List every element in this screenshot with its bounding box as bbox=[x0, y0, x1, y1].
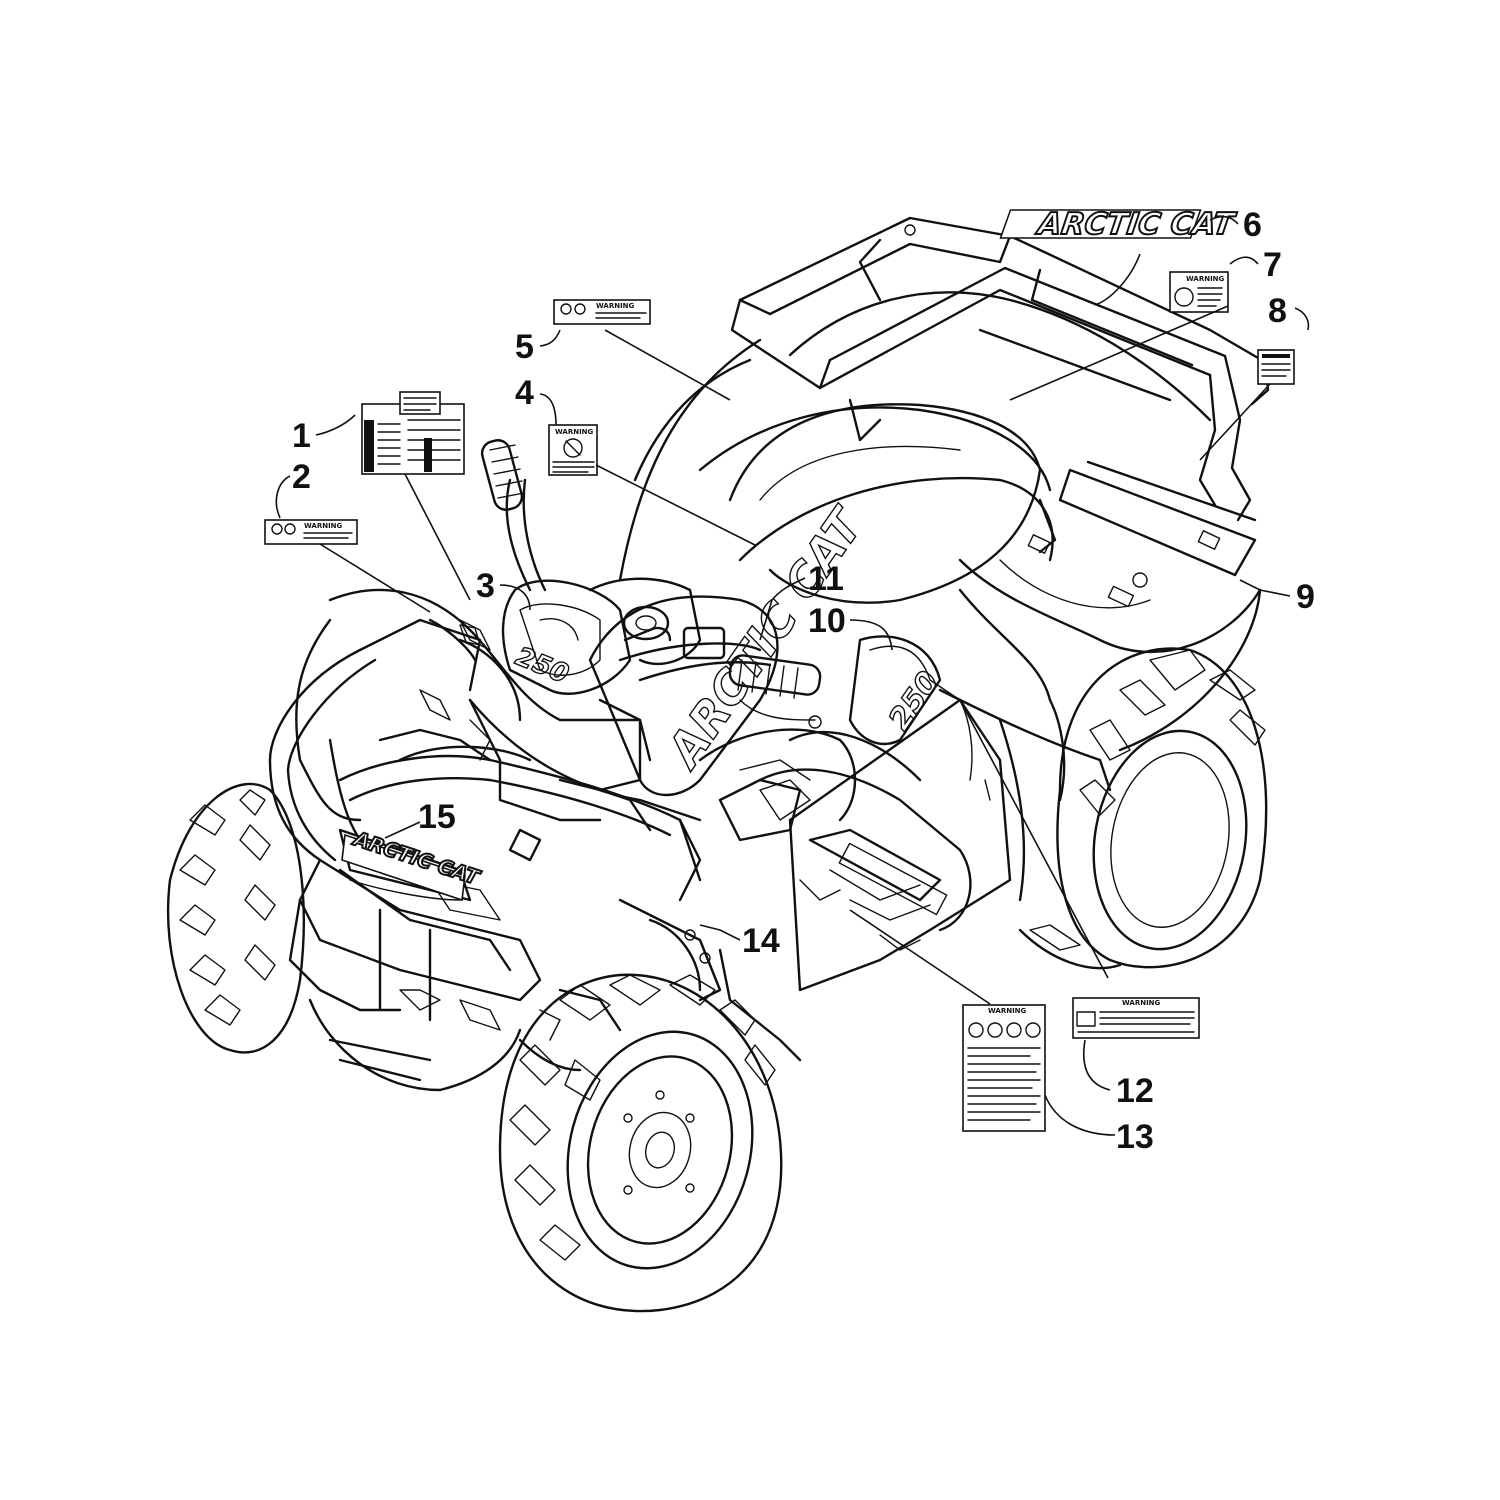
decal-2-warning: WARNING bbox=[264, 519, 358, 545]
rear-rack bbox=[730, 216, 1270, 608]
floorboard bbox=[759, 698, 1012, 992]
front-right-wheel bbox=[498, 973, 783, 1313]
callout-5: 5 bbox=[515, 328, 534, 366]
decal-illustrations: ARCTIC CAT WARNING WARNING WARNING bbox=[264, 206, 1295, 1132]
front-left-wheel bbox=[166, 782, 305, 1054]
callout-4: 4 bbox=[515, 374, 534, 412]
rear-right-wheel bbox=[1056, 647, 1268, 969]
decal-15-front-logo: ARCTIC CAT bbox=[341, 825, 484, 902]
decal-4-warning: WARNING bbox=[548, 424, 598, 476]
callout-15: 15 bbox=[418, 798, 456, 836]
front-model-text: 250 bbox=[511, 642, 573, 690]
callout-8: 8 bbox=[1268, 292, 1287, 330]
decal-7-heading: WARNING bbox=[1186, 275, 1225, 283]
instrument-pod: 250 bbox=[501, 579, 632, 695]
callout-6: 6 bbox=[1243, 206, 1262, 244]
frame-details bbox=[518, 728, 857, 1072]
decal-12-heading: WARNING bbox=[1122, 999, 1161, 1007]
callout-11: 11 bbox=[808, 560, 844, 598]
callout-9: 9 bbox=[1296, 578, 1315, 616]
decal-7-warning: WARNING bbox=[1169, 271, 1229, 313]
leader-lines bbox=[275, 215, 1310, 1136]
callout-numbers: 6 7 8 9 5 4 1 2 3 11 10 12 13 14 15 bbox=[292, 206, 1315, 1156]
decal-12-warning: WARNING bbox=[1072, 997, 1200, 1039]
front-bumper bbox=[288, 828, 542, 1092]
callout-13: 13 bbox=[1116, 1118, 1154, 1156]
callout-14: 14 bbox=[742, 922, 780, 960]
callout-10: 10 bbox=[808, 602, 846, 640]
callout-7: 7 bbox=[1263, 246, 1282, 284]
callout-3: 3 bbox=[476, 567, 495, 605]
callout-12: 12 bbox=[1116, 1072, 1154, 1110]
side-model-text: 250 bbox=[882, 665, 947, 736]
rear-left-wheel bbox=[1018, 924, 1122, 970]
atv-drawing: ARCTIC CAT 250 bbox=[166, 216, 1270, 1313]
front-body bbox=[295, 588, 702, 862]
decal-2-heading: WARNING bbox=[304, 522, 343, 530]
rear-lower bbox=[959, 698, 1066, 902]
decal-13-heading: WARNING bbox=[988, 1007, 1027, 1015]
decal-8-warning bbox=[1257, 349, 1295, 385]
seat bbox=[728, 403, 1042, 604]
callout-2: 2 bbox=[292, 458, 311, 496]
callout-1: 1 bbox=[292, 417, 311, 455]
decal-5-warning: WARNING bbox=[553, 299, 651, 325]
decal-1-multipanel bbox=[361, 391, 465, 475]
decal-5-heading: WARNING bbox=[596, 302, 635, 310]
decal-6-rear-logo: ARCTIC CAT bbox=[999, 206, 1239, 243]
rear-logo-text: ARCTIC CAT bbox=[1034, 207, 1238, 242]
rear-body bbox=[618, 291, 1262, 792]
decal-13-warning: WARNING bbox=[962, 1004, 1046, 1132]
decal-4-heading: WARNING bbox=[555, 428, 594, 436]
